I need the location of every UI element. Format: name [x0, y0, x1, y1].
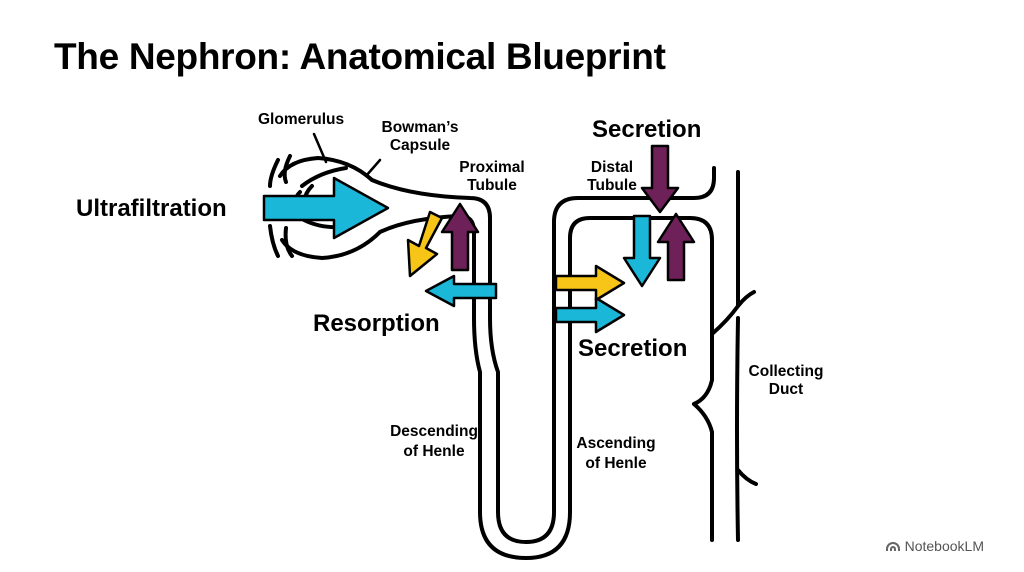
label-bowmans-line1: Bowman’s — [382, 119, 459, 136]
notebooklm-watermark: NotebookLM — [885, 538, 984, 554]
distal-cyan-arrow — [622, 214, 662, 288]
tubule-outer-wall — [370, 166, 716, 544]
collecting-duct — [692, 170, 758, 542]
label-distal-line1: Distal — [591, 159, 633, 176]
label-distal-line2: Tubule — [587, 177, 637, 194]
glomerulus-vessels — [268, 154, 294, 258]
label-collecting-line2: Duct — [769, 381, 803, 398]
label-descending-line2: of Henle — [403, 443, 465, 460]
leader-lines — [312, 132, 382, 178]
label-descending-line1: Descending — [390, 423, 478, 440]
label-secretion-mid: Secretion — [578, 335, 687, 362]
proximal-purple-arrow — [440, 202, 480, 272]
resorption-arrow — [424, 274, 498, 308]
secretion-down-arrow — [640, 144, 680, 214]
label-secretion-top: Secretion — [592, 116, 701, 143]
tubule-inner-wall — [378, 214, 714, 560]
label-glomerulus: Glomerulus — [258, 111, 344, 128]
label-proximal-line1: Proximal — [459, 159, 524, 176]
label-resorption: Resorption — [313, 310, 440, 337]
ascending-cyan-arrow — [554, 296, 626, 334]
tubule-walls — [370, 166, 716, 560]
bowmans-leader — [364, 158, 382, 178]
notebooklm-logo-icon — [885, 541, 900, 551]
ultrafiltration-arrow — [262, 176, 390, 240]
distal-purple-arrow — [656, 212, 696, 282]
label-ultrafiltration: Ultrafiltration — [76, 195, 227, 222]
glomerulus-leader — [312, 132, 328, 164]
watermark-text: NotebookLM — [904, 538, 984, 554]
label-ascending-line1: Ascending — [576, 435, 655, 452]
label-ascending-line2: of Henle — [585, 455, 647, 472]
label-collecting-line1: Collecting — [749, 363, 824, 380]
page-title: The Nephron: Anatomical Blueprint — [54, 36, 666, 77]
label-bowmans-line2: Capsule — [390, 137, 451, 154]
proximal-yellow-arrow — [406, 210, 444, 278]
label-proximal-line2: Tubule — [467, 177, 517, 194]
ascending-yellow-arrow — [554, 264, 626, 302]
